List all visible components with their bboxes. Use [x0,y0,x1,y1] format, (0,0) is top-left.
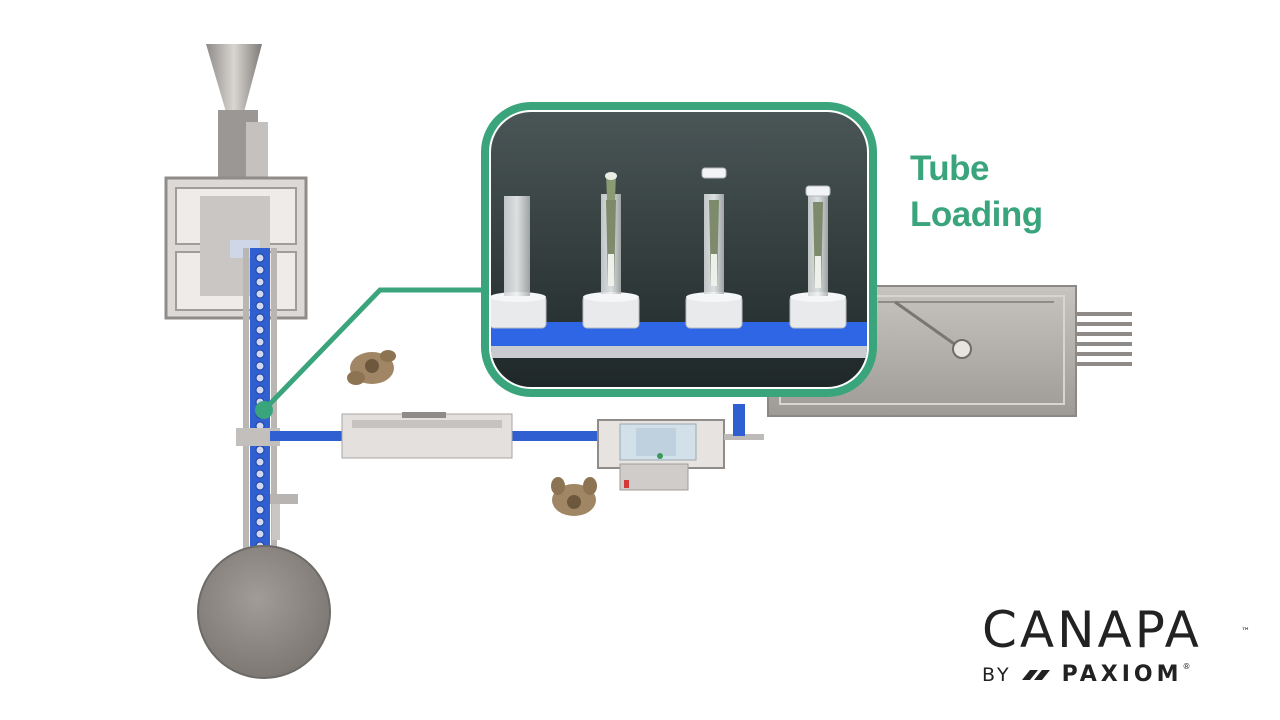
riser-conveyor [733,404,745,436]
callout-title-line2: Loading [910,195,1043,234]
conveyor-puck [255,313,265,323]
capping-station [597,419,764,491]
hopper-funnel [206,44,268,180]
conveyor-puck [255,445,265,455]
trademark-symbol: ™ [1241,627,1250,637]
rotary-table [197,545,331,679]
conveyor-pucks [255,253,265,551]
operator-figure [347,350,396,385]
conveyor-puck [255,253,265,263]
station-tube-with-cone [582,172,640,329]
side-station [270,494,298,540]
paxiom-logo-icon [1021,669,1050,680]
callout-title: Tube Loading [910,146,1043,238]
conveyor-puck [255,277,265,287]
transfer-conveyor [236,412,600,459]
brand-byline: BY PAXIOM® [982,662,1244,687]
conveyor-puck [255,361,265,371]
conveyor-puck [255,265,265,275]
filler-frame [164,176,308,320]
brand-parent: PAXIOM [1061,662,1183,687]
conveyor-puck [255,481,265,491]
conveyor-puck [255,349,265,359]
conveyor-puck [255,301,265,311]
station-empty-tube [491,196,547,329]
callout-pin [255,401,273,419]
brand-wordmark: CANAPA ™ [982,601,1250,659]
brand-name: CANAPA [982,601,1202,659]
conveyor-puck [255,373,265,383]
operator-figure [551,477,597,516]
conveyor-puck [255,325,265,335]
brand-by: BY [982,663,1012,686]
callout-leader-line [262,287,490,412]
conveyor-puck [255,505,265,515]
tube-loading-detail [481,102,877,397]
conveyor-puck [255,493,265,503]
callout-title-line1: Tube [910,149,990,188]
conveyor-puck [255,337,265,347]
conveyor-puck [255,469,265,479]
conveyor-puck [255,385,265,395]
station-capped-tube [789,185,847,329]
station-tube-capping [685,167,743,329]
conveyor-puck [255,289,265,299]
brand-logo: CANAPA ™ BY PAXIOM® [982,601,1250,687]
conveyor-puck [255,457,265,467]
registered-symbol: ® [1182,662,1191,671]
conveyor-puck [255,517,265,527]
conveyor-puck [255,529,265,539]
